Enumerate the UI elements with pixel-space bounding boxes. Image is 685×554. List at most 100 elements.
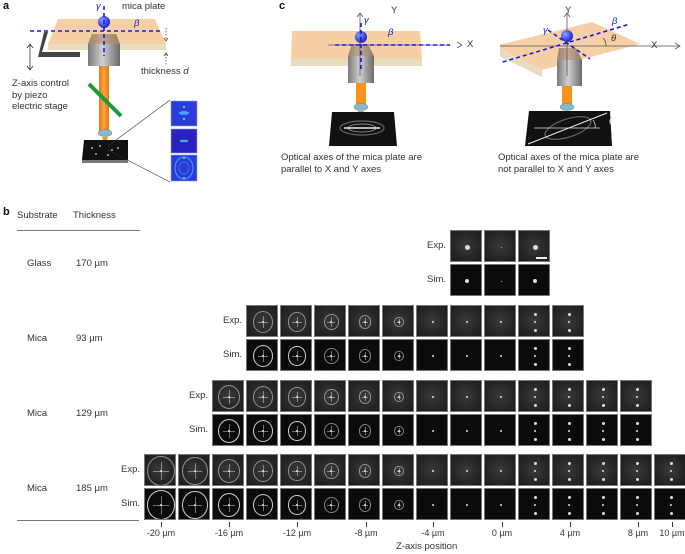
z-axis-tick-label: 8 µm [627,528,649,538]
gamma-label: γ [96,1,101,12]
c-left-caption: Optical axes of the mica plate are paral… [281,152,422,176]
experimental-psf-image [450,454,482,486]
experimental-psf-image [484,380,516,412]
experimental-psf-image [178,454,210,486]
substrate-label: Mica [27,333,48,344]
simulated-psf-image [382,339,414,371]
simulated-psf-image [382,414,414,446]
experimental-psf-image [416,454,448,486]
z-axis-line-2: by piezo [12,89,48,101]
simulated-psf-image [552,414,584,446]
c-right-gamma-label: γ [543,25,548,36]
c-right-y-axis-label: Y [565,5,572,16]
parallel-axes-arrow-x [456,41,463,49]
z-axis-tick-label: -12 µm [282,528,312,538]
experimental-psf-image [416,305,448,337]
experimental-psf-image [450,380,482,412]
simulated-psf-image [348,414,380,446]
thickness-text: thickness [141,66,181,77]
z-axis-line-1: Z-axis control [12,78,70,89]
experimental-psf-image [518,230,550,262]
simulated-psf-image [178,488,210,520]
z-axis-tick [570,522,571,527]
scale-bar [536,257,547,259]
simulated-psf-image [144,488,176,520]
experimental-psf-image [654,454,685,486]
simulated-psf-image [518,414,550,446]
simulated-psf-image [348,488,380,520]
experimental-psf-image [382,454,414,486]
c-left-caption-line-1: Optical axes of the mica plate are [281,152,422,163]
simulated-psf-image [212,414,244,446]
c-right-caption-line-2: not parallel to X and Y axes [498,164,614,175]
z-axis-tick [229,522,230,527]
exp-row-label: Exp. [188,390,208,401]
experimental-psf-image [246,454,278,486]
z-axis-tick [366,522,367,527]
z-axis-tick-label: -4 µm [421,528,445,538]
c-right-theta-label: θ [611,33,617,44]
experimental-psf-image [348,454,380,486]
experimental-psf-image [212,380,244,412]
panel-a-label: a [3,0,10,12]
experimental-psf-image [518,380,550,412]
c-right-x-axis-label: X [651,40,658,51]
simulated-psf-image [620,488,652,520]
c-left-caption-line-2: parallel to X and Y axes [281,164,381,175]
c-left-x-axis-label: X [467,39,474,50]
experimental-psf-image [280,380,312,412]
z-axis-line-3: electric stage [12,101,68,112]
simulated-psf-image [586,414,618,446]
simulated-psf-image [518,264,550,296]
substrate-label: Mica [27,408,48,419]
sim-row-label: Sim. [189,424,208,435]
substrate-label: Glass [27,258,52,269]
simulated-psf-image [484,339,516,371]
z-axis-tick [433,522,434,527]
simulated-psf-image [314,488,346,520]
experimental-psf-image [620,454,652,486]
experimental-psf-image [518,454,550,486]
experimental-psf-image [416,380,448,412]
c-right-beta-label: β [612,16,618,27]
sim-row-label: Sim. [223,349,242,360]
simulated-psf-image [280,488,312,520]
experimental-psf-image [552,305,584,337]
exp-row-label: Exp. [426,240,446,251]
c-left-y-axis-label: Y [391,5,398,16]
parallel-axes-scene [291,12,450,146]
experimental-psf-image [280,454,312,486]
experimental-psf-image [450,305,482,337]
camera-sensor [82,140,128,160]
z-axis-tick [672,522,673,527]
simulated-psf-image [450,488,482,520]
experimental-psf-image [314,454,346,486]
exp-row-label: Exp. [120,464,140,475]
experimental-psf-image [348,305,380,337]
simulated-psf-image [552,339,584,371]
z-axis-tick [161,522,162,527]
sim-row-label: Sim. [121,498,140,509]
experimental-psf-image [552,380,584,412]
simulated-psf-image [484,488,516,520]
z-axis-tick-label: 0 µm [491,528,513,538]
c-right-caption-line-1: Optical axes of the mica plate are [498,152,639,163]
sim-row-label: Sim. [427,274,446,285]
thickness-variable: d [183,66,189,77]
experimental-psf-image [144,454,176,486]
z-axis-label: Z-axis position [396,541,458,552]
simulated-psf-image [280,414,312,446]
z-axis-control-label: Z-axis control by piezo electric stage [12,78,69,113]
experimental-psf-image [382,380,414,412]
header-substrate: Substrate [17,210,58,221]
simulated-psf-image [212,488,244,520]
c-left-beta-label: β [388,27,394,38]
experimental-psf-image [246,380,278,412]
dichroic-mirror [87,82,123,118]
z-axis-tick-label: -8 µm [354,528,378,538]
simulated-psf-image [484,264,516,296]
experimental-psf-image [314,380,346,412]
camera-image [329,112,397,146]
z-axis-tick [638,522,639,527]
simulated-psf-image [280,339,312,371]
